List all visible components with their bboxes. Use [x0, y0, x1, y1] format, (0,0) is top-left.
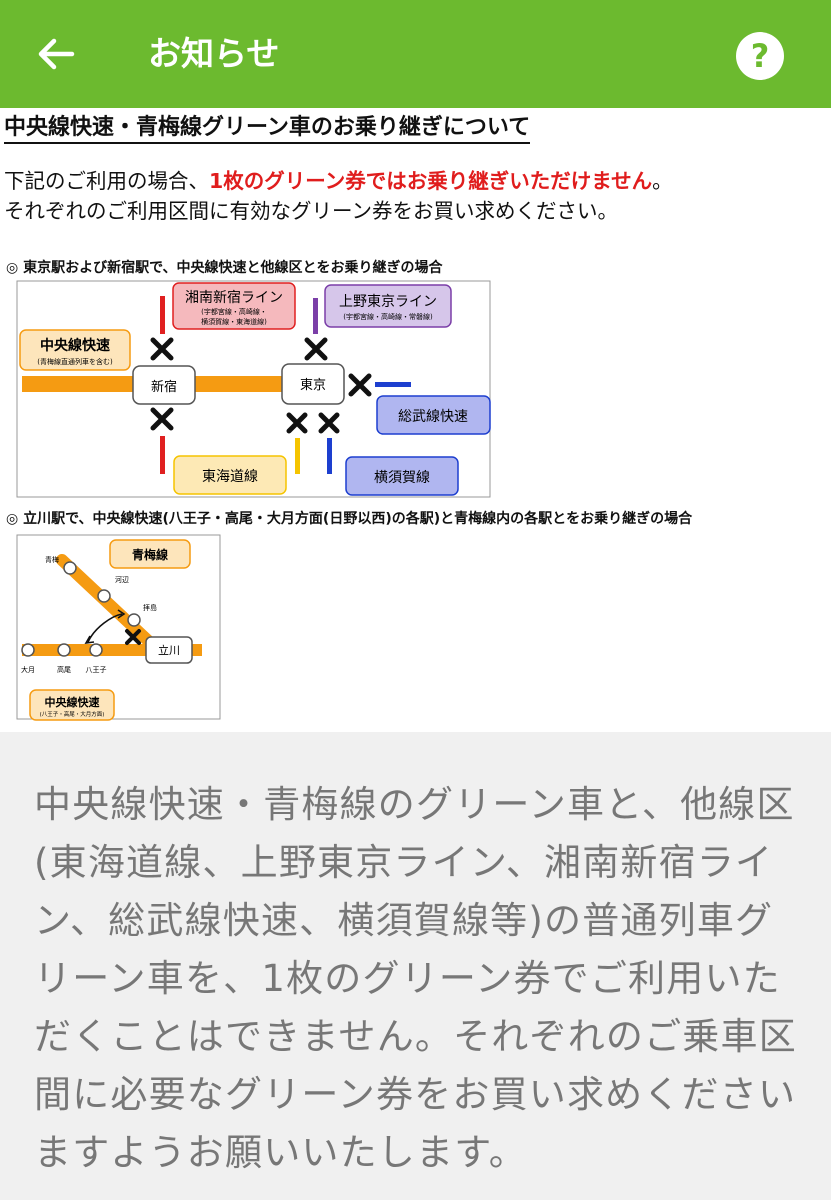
notice-caption-area: 中央線快速・青梅線のグリーン車と、他線区(東海道線、上野東京ライン、湘南新宿ライ…: [0, 732, 831, 1200]
no-transfer-x-marks: [150, 337, 372, 434]
transfer-diagram-tokyo-shinjuku: 新宿 東京 中央線快速 (青梅線直通列車を含む) 湘南新宿ライン (宇都宮線・高…: [16, 280, 491, 498]
shonan-line-sub1: (宇都宮線・高崎線・: [201, 307, 267, 316]
shonan-line-label: 湘南新宿ライン: [185, 289, 283, 306]
station-hachioji: 八王子: [86, 666, 107, 674]
station-tachikawa: 立川: [158, 643, 180, 657]
station-kabe: 河辺: [115, 576, 129, 584]
ueno-line-sub: (宇都宮線・高崎線・常磐線): [343, 312, 433, 321]
station-haijima: 拝島: [143, 603, 157, 612]
para2: それぞれのご利用区間に有効なグリーン券をお買い求めください。: [4, 199, 618, 223]
sobu-line-label: 総武線快速: [398, 409, 468, 425]
shonan-line-sub2: 横須賀線・東海道線): [201, 317, 267, 326]
back-arrow-icon[interactable]: [34, 32, 78, 76]
ueno-line-label: 上野東京ライン: [339, 294, 437, 310]
no-transfer-x-icon: [125, 629, 141, 645]
chuo-line-sub: (青梅線直通列車を含む): [37, 357, 113, 366]
ome-line-label: 青梅線: [132, 547, 168, 562]
station-tokyo: 東京: [300, 377, 326, 393]
page-title: お知らせ: [148, 34, 280, 73]
para1-highlight: 1枚のグリーン券ではお乗り継ぎいただけません: [209, 169, 653, 193]
help-icon[interactable]: ?: [736, 32, 784, 80]
tokaido-line-label: 東海道線: [202, 469, 258, 485]
notice-image: 中央線快速・青梅線グリーン車のお乗り継ぎについて 下記のご利用の場合、1枚のグリ…: [0, 108, 831, 732]
notice-caption-text: 中央線快速・青梅線のグリーン車と、他線区(東海道線、上野東京ライン、湘南新宿ライ…: [34, 783, 797, 1174]
transfer-diagram-tachikawa: 青梅線 青梅 河辺 拝島 大月 高尾 八王子 立川 中央線快速 (八王子・高尾・…: [16, 534, 221, 721]
station-ome: 青梅: [45, 555, 59, 564]
station-otsuki: 大月: [21, 665, 35, 674]
notice-heading: 中央線快速・青梅線グリーン車のお乗り継ぎについて: [4, 114, 531, 144]
app-bar: お知らせ ?: [0, 0, 831, 108]
para1-prefix: 下記のご利用の場合、: [4, 169, 209, 193]
chuo-line-label-2: 中央線快速: [45, 695, 100, 709]
yokosuka-line-label: 横須賀線: [374, 470, 430, 486]
transfer-arrow-icon: [87, 613, 123, 643]
section1-title: ◎ 東京駅および新宿駅で、中央線快速と他線区とをお乗り継ぎの場合: [6, 260, 443, 276]
chuo-line-label: 中央線快速: [40, 337, 110, 354]
station-takao: 高尾: [57, 665, 71, 674]
station-shinjuku: 新宿: [151, 379, 177, 395]
para1-suffix: 。: [652, 169, 673, 193]
notice-paragraph: 下記のご利用の場合、1枚のグリーン券ではお乗り継ぎいただけません。 それぞれのご…: [4, 166, 673, 226]
section2-title: ◎ 立川駅で、中央線快速(八王子・高尾・大月方面(日野以西)の各駅)と青梅線内の…: [6, 511, 693, 527]
chuo-line-sub-2: (八王子・高尾・大月方面): [40, 710, 105, 718]
